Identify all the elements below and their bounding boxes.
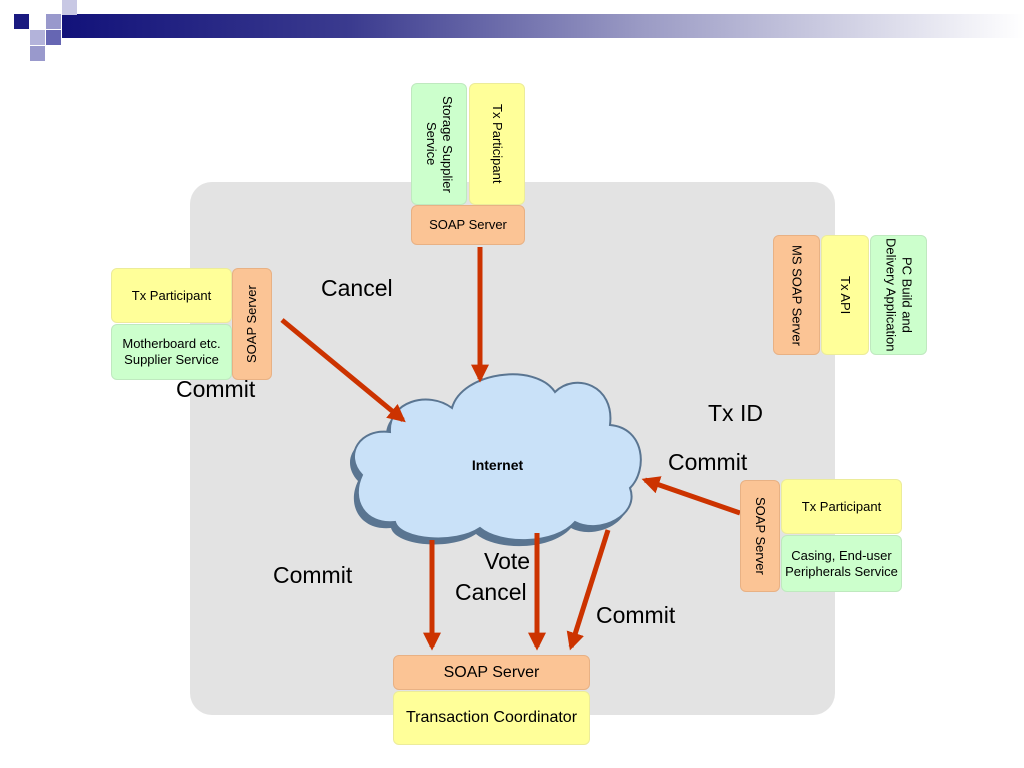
casing-service-box: Casing, End-user Peripherals Service xyxy=(781,535,902,592)
label-tx-id: Tx ID xyxy=(708,400,763,426)
arrow-casing-to-internet xyxy=(641,476,741,516)
storage-tx-participant-box: Tx Participant xyxy=(469,83,525,205)
casing-soap-server-box: SOAP Server xyxy=(740,480,780,592)
label-cancel-top: Cancel xyxy=(321,275,393,301)
pc-build-application-box: PC Build and Delivery Application xyxy=(870,235,927,355)
arrow-motherboard-to-internet xyxy=(280,318,406,423)
label-commit-bottom-left: Commit xyxy=(273,562,353,588)
arrow-internet-to-coordinator-right xyxy=(566,529,611,651)
label-commit-left: Commit xyxy=(176,376,256,402)
coordinator-soap-server-box: SOAP Server xyxy=(393,655,590,690)
label-commit-right: Commit xyxy=(668,449,748,475)
tx-api-box: Tx API xyxy=(821,235,869,355)
label-vote: Vote xyxy=(484,548,531,574)
internet-label: Internet xyxy=(471,457,524,473)
motherboard-supplier-service-box: Motherboard etc. Supplier Service xyxy=(111,324,232,380)
storage-soap-server-box: SOAP Server xyxy=(411,205,525,245)
label-commit-bottom-right: Commit xyxy=(596,602,676,628)
casing-tx-participant-box: Tx Participant xyxy=(781,479,902,534)
motherboard-soap-server-box: SOAP Server xyxy=(232,268,272,380)
ms-soap-server-box: MS SOAP Server xyxy=(773,235,820,355)
internet-cloud-icon xyxy=(349,373,642,547)
motherboard-tx-participant-box: Tx Participant xyxy=(111,268,232,323)
header-gradient-bar xyxy=(62,14,1024,38)
label-cancel-bottom: Cancel xyxy=(455,579,527,605)
transaction-coordinator-box: Transaction Coordinator xyxy=(393,691,590,745)
storage-supplier-service-box: Storage Supplier Service xyxy=(411,83,467,205)
